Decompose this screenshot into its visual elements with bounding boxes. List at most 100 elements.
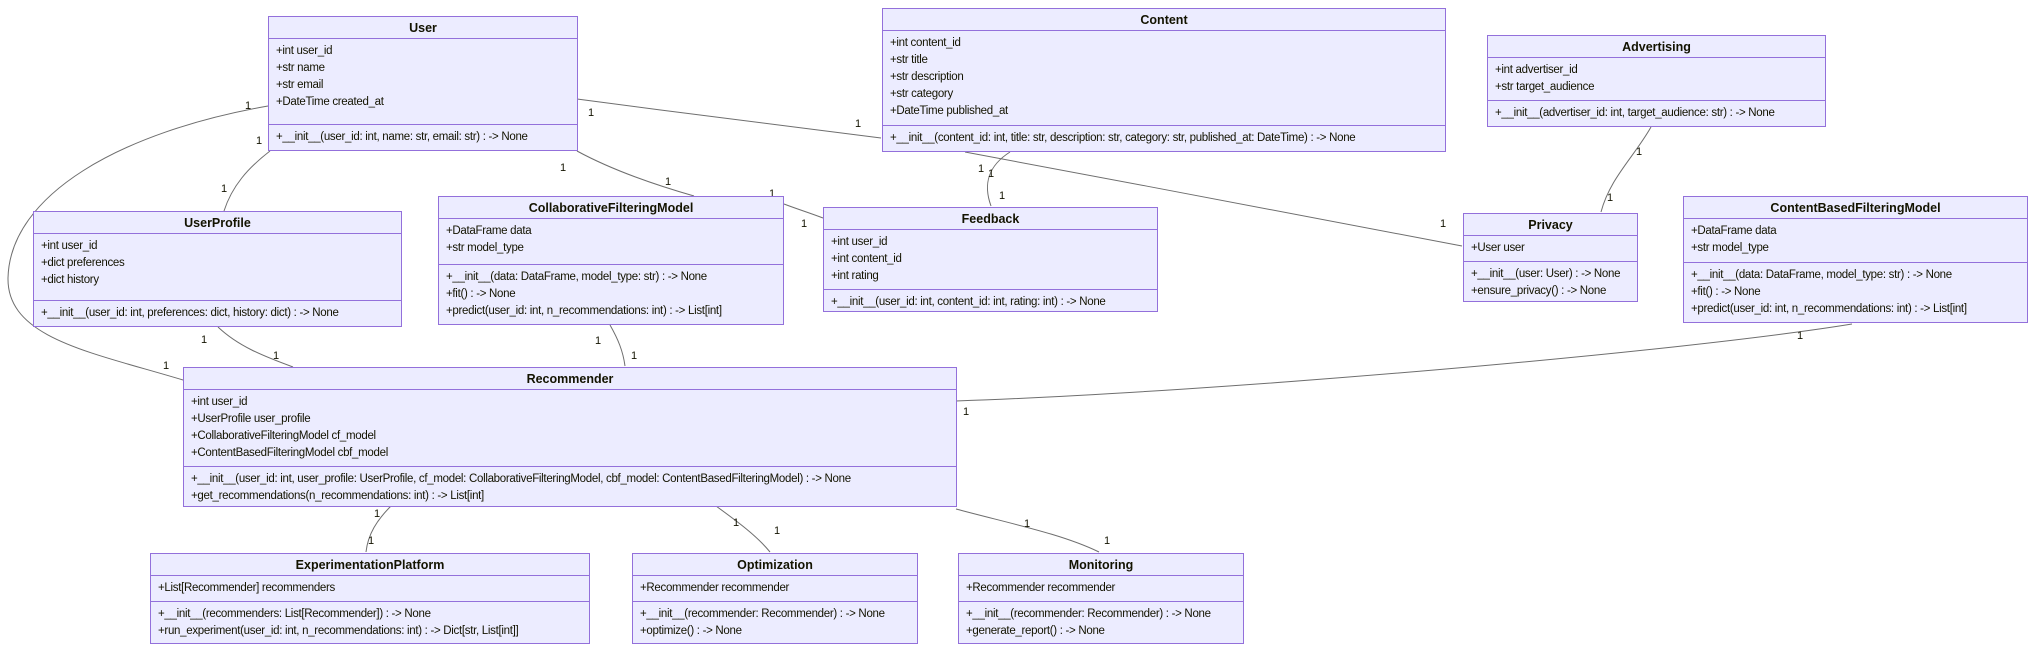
class-attributes: +int content_id +str title +str descript… — [883, 31, 1445, 126]
class-box-user: User +int user_id +str name +str email +… — [268, 16, 578, 151]
attribute-row: +int content_id — [890, 37, 961, 49]
method-row: +__init__(recommender: Recommender) : ->… — [640, 608, 885, 620]
multiplicity-to-label: 1 — [1797, 330, 1804, 342]
class-box-content: Content +int content_id +str title +str … — [882, 8, 1446, 152]
class-methods: +__init__(content_id: int, title: str, d… — [883, 126, 1445, 151]
class-methods: +__init__(user_id: int, user_profile: Us… — [184, 467, 956, 509]
class-methods: +__init__(user_id: int, name: str, email… — [269, 125, 577, 150]
attribute-row: +str description — [890, 71, 964, 83]
method-row: +__init__(content_id: int, title: str, d… — [890, 132, 1356, 144]
attribute-row: +str target_audience — [1495, 81, 1595, 93]
multiplicity-from-label: 1 — [560, 162, 567, 174]
multiplicity-to-label: 1 — [774, 525, 781, 537]
method-row: +__init__(recommenders: List[Recommender… — [158, 608, 431, 620]
method-row: +ensure_privacy() : -> None — [1471, 285, 1607, 297]
attribute-row: +int content_id — [831, 253, 902, 265]
method-row: +fit() : -> None — [446, 288, 516, 300]
class-methods: +__init__(recommender: Recommender) : ->… — [959, 602, 1243, 644]
class-box-optimization: Optimization +Recommender recommender +_… — [632, 553, 918, 644]
multiplicity-from-label: 1 — [595, 335, 602, 347]
class-attributes: +DataFrame data +str model_type — [1684, 219, 2027, 263]
class-attributes: +User user — [1464, 236, 1637, 262]
multiplicity-from-label: 1 — [1024, 518, 1031, 530]
method-row: +optimize() : -> None — [640, 625, 742, 637]
class-title: UserProfile — [34, 212, 401, 234]
class-title: ContentBasedFilteringModel — [1684, 197, 2027, 219]
edge-collaborativefilteringmodel-recommender — [609, 324, 626, 367]
multiplicity-from-label: 1 — [978, 163, 985, 175]
multiplicity-from-label: 1 — [588, 107, 595, 119]
attribute-row: +DateTime created_at — [276, 96, 384, 108]
attribute-row: +dict history — [41, 274, 99, 286]
class-methods: +__init__(data: DataFrame, model_type: s… — [1684, 263, 2027, 322]
class-methods: +__init__(advertiser_id: int, target_aud… — [1488, 101, 1825, 126]
class-box-privacy: Privacy +User user +__init__(user: User)… — [1463, 213, 1638, 302]
class-title: Advertising — [1488, 36, 1825, 58]
multiplicity-from-label: 1 — [988, 168, 995, 180]
class-methods: +__init__(recommenders: List[Recommender… — [151, 602, 589, 644]
class-methods: +__init__(data: DataFrame, model_type: s… — [439, 265, 783, 324]
class-title: Privacy — [1464, 214, 1637, 236]
class-attributes: +List[Recommender] recommenders — [151, 576, 589, 602]
class-box-feedback: Feedback +int user_id +int content_id +i… — [823, 207, 1158, 312]
edge-user-userprofile — [223, 150, 271, 212]
attribute-row: +int advertiser_id — [1495, 64, 1578, 76]
multiplicity-to-label: 1 — [1607, 192, 1614, 204]
attribute-row: +UserProfile user_profile — [191, 413, 311, 425]
attribute-row: +str model_type — [1691, 242, 1769, 254]
edge-content-feedback — [986, 151, 1011, 207]
attribute-row: +int user_id — [191, 396, 248, 408]
attribute-row: +str name — [276, 62, 325, 74]
class-attributes: +int user_id +int content_id +int rating — [824, 230, 1157, 290]
class-box-recommender: Recommender +int user_id +UserProfile us… — [183, 367, 957, 507]
class-attributes: +DataFrame data +str model_type — [439, 219, 783, 265]
attribute-row: +List[Recommender] recommenders — [158, 582, 336, 594]
method-row: +__init__(recommender: Recommender) : ->… — [966, 608, 1211, 620]
class-attributes: +int advertiser_id +str target_audience — [1488, 58, 1825, 101]
attribute-row: +int user_id — [41, 240, 98, 252]
multiplicity-from-label: 1 — [963, 406, 970, 418]
multiplicity-to-label: 1 — [999, 190, 1006, 202]
method-row: +generate_report() : -> None — [966, 625, 1105, 637]
class-box-userprofile: UserProfile +int user_id +dict preferenc… — [33, 211, 402, 327]
attribute-row: +CollaborativeFilteringModel cf_model — [191, 430, 376, 442]
edge-recommender-monitoring — [955, 508, 1100, 553]
multiplicity-to-label: 1 — [163, 360, 170, 372]
edge-user-content — [576, 98, 882, 139]
attribute-row: +ContentBasedFilteringModel cbf_model — [191, 447, 388, 459]
class-title: Feedback — [824, 208, 1157, 230]
edge-user-collaborativefilteringmodel — [576, 150, 695, 197]
class-title: ExperimentationPlatform — [151, 554, 589, 576]
attribute-row: +str title — [890, 54, 928, 66]
multiplicity-to-label: 1 — [665, 176, 672, 188]
method-row: +__init__(user: User) : -> None — [1471, 268, 1621, 280]
edge-userprofile-recommender — [217, 326, 294, 368]
multiplicity-to-label: 1 — [1104, 535, 1111, 547]
class-attributes: +int user_id +str name +str email +DateT… — [269, 39, 577, 125]
method-row: +__init__(user_id: int, preferences: dic… — [41, 307, 339, 319]
multiplicity-to-label: 1 — [801, 218, 808, 230]
attribute-row: +int rating — [831, 270, 879, 282]
class-attributes: +int user_id +UserProfile user_profile +… — [184, 390, 956, 467]
attribute-row: +DataFrame data — [1691, 225, 1777, 237]
class-title: CollaborativeFilteringModel — [439, 197, 783, 219]
method-row: +run_experiment(user_id: int, n_recommen… — [158, 625, 519, 637]
attribute-row: +Recommender recommender — [640, 582, 790, 594]
multiplicity-to-label: 1 — [273, 350, 280, 362]
class-box-advertising: Advertising +int advertiser_id +str targ… — [1487, 35, 1826, 127]
class-methods: +__init__(user: User) : -> None +ensure_… — [1464, 262, 1637, 304]
multiplicity-to-label: 1 — [631, 350, 638, 362]
class-title: Optimization — [633, 554, 917, 576]
multiplicity-from-label: 1 — [769, 188, 776, 200]
class-title: User — [269, 17, 577, 39]
edge-advertising-privacy — [1600, 126, 1652, 213]
attribute-row: +User user — [1471, 242, 1525, 254]
attribute-row: +dict preferences — [41, 257, 125, 269]
method-row: +fit() : -> None — [1691, 286, 1761, 298]
method-row: +__init__(user_id: int, user_profile: Us… — [191, 473, 851, 485]
edge-collaborativefilteringmodel-feedback — [783, 203, 824, 219]
multiplicity-from-label: 1 — [374, 508, 381, 520]
method-row: +__init__(data: DataFrame, model_type: s… — [446, 271, 707, 283]
